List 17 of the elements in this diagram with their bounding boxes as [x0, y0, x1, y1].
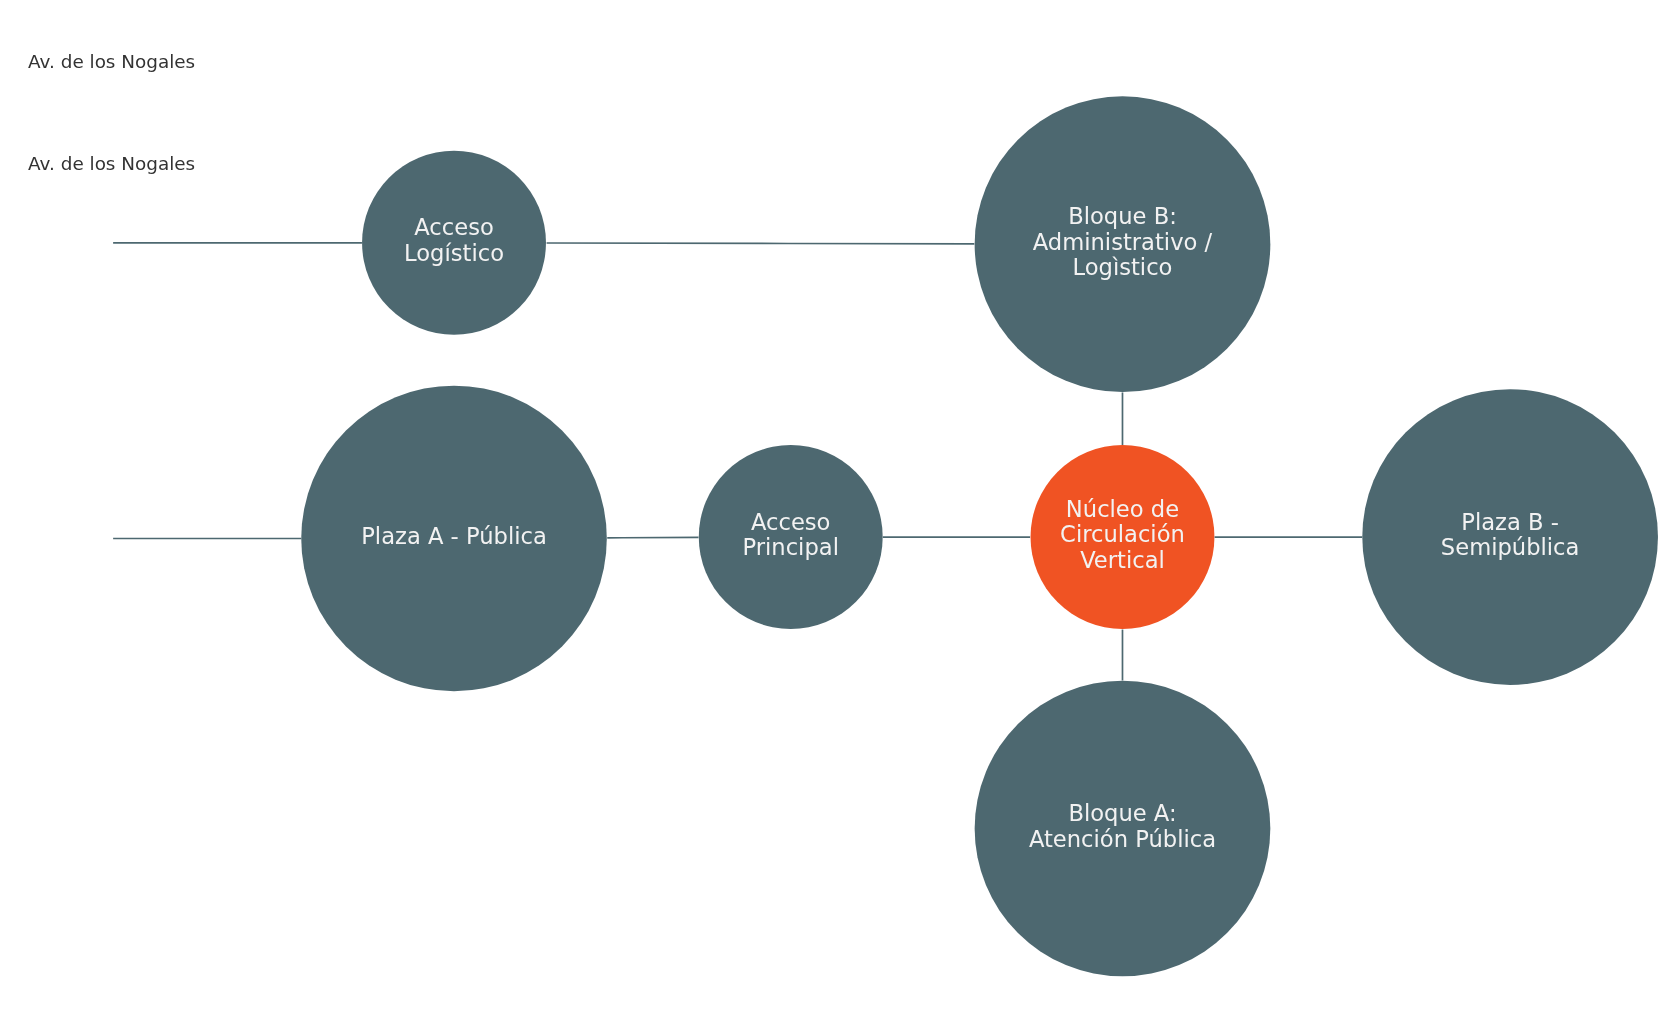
node-circle: Bloque B: Administrativo / Logìstico — [974, 95, 1271, 392]
connector — [1121, 628, 1124, 681]
label: Av. de los Nogales — [28, 50, 196, 72]
connector — [112, 537, 302, 539]
connector — [1213, 535, 1364, 538]
node-circle: Plaza A - Pública — [301, 385, 607, 691]
label: Av. de los Nogales — [28, 152, 196, 174]
connector — [882, 535, 1031, 538]
connector — [606, 536, 700, 539]
connector — [545, 241, 976, 245]
node-circle: Acceso Principal — [698, 444, 883, 629]
node-circle: Plaza B - Semipública — [1362, 388, 1658, 685]
node-circle: Núcleo de Circulación Vertical — [1030, 444, 1215, 629]
node-circle: Acceso Logístico — [362, 150, 546, 335]
connector — [1121, 391, 1124, 446]
connector — [112, 241, 363, 244]
node-circle: Bloque A: Atención Pública — [974, 680, 1271, 976]
